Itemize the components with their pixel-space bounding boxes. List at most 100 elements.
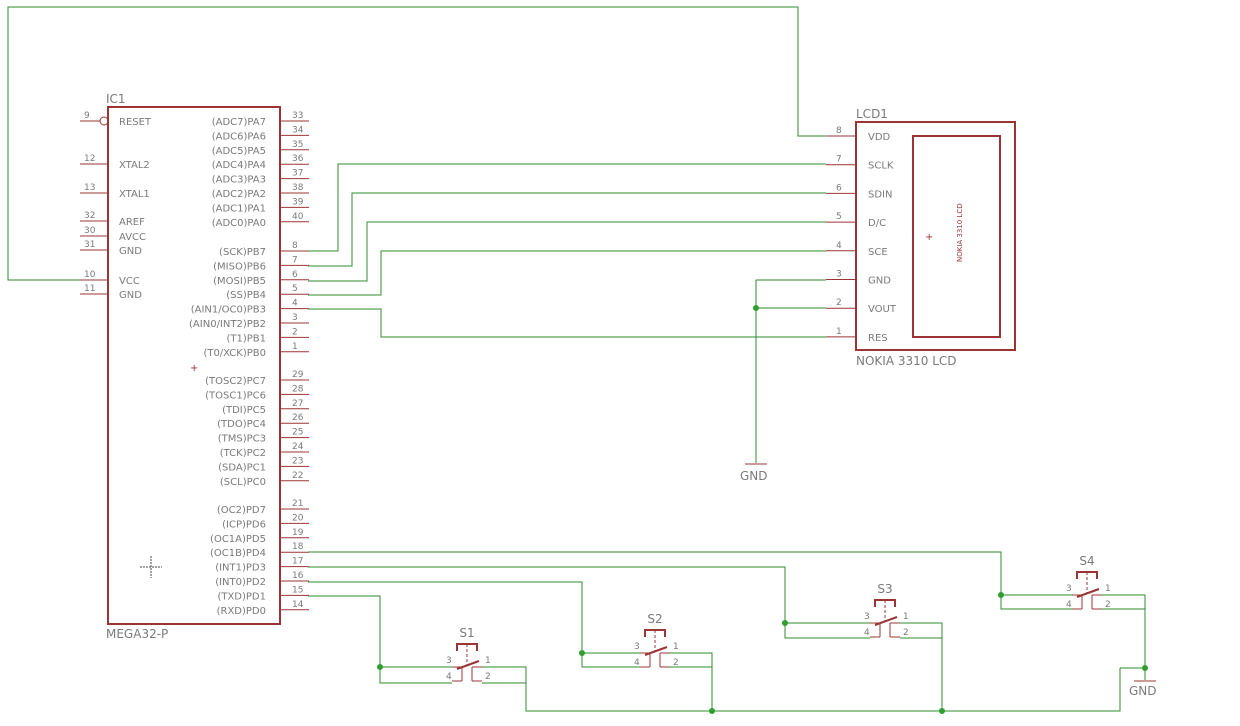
pin-number: 17	[292, 557, 303, 567]
pin-number: 28	[292, 384, 304, 394]
pin-label: (ADC6)PA6	[212, 131, 266, 142]
switch-lever	[644, 646, 668, 656]
ic1-pin-18[interactable]: 18(OC1B)PD4	[210, 542, 309, 559]
pin-number: 4	[446, 672, 452, 682]
ic1-pin-25[interactable]: 25(TMS)PC3	[218, 428, 309, 445]
ic1-pin-2[interactable]: 2(T1)PB1	[226, 327, 309, 344]
junction-dot	[782, 620, 788, 626]
junction-dot	[939, 708, 945, 714]
ic1-pin-40[interactable]: 40(ADC0)PA0	[212, 212, 309, 229]
junction-dot	[998, 592, 1004, 598]
ic1-pin-36[interactable]: 36(ADC4)PA4	[212, 154, 309, 171]
pin-number: 24	[292, 442, 304, 452]
ic1-pin-5[interactable]: 5(SS)PB4	[226, 284, 309, 301]
ic1-pin-3[interactable]: 3(AIN0/INT2)PB2	[189, 313, 309, 330]
net-sdin[interactable]	[308, 192, 826, 267]
ic1-pin-1[interactable]: 1(T0/XCK)PB0	[203, 342, 309, 359]
net-sce[interactable]	[308, 250, 826, 296]
net-s3-gnd[interactable]	[900, 622, 943, 711]
ic1-pin-26[interactable]: 26(TDO)PC4	[217, 413, 309, 430]
ic1-pin-27[interactable]: 27(TDI)PC5	[222, 399, 309, 416]
net-sclk[interactable]	[308, 163, 826, 252]
pin-label: SCLK	[868, 161, 894, 172]
ic1-pin-19[interactable]: 19(OC1A)PD5	[210, 528, 309, 545]
pin-label: SCE	[868, 247, 888, 258]
pin-number: 36	[292, 154, 304, 164]
ic1-pin-17[interactable]: 17(INT1)PD3	[215, 557, 309, 574]
ic1-pin-39[interactable]: 39(ADC1)PA1	[212, 197, 309, 214]
lcd1-nokia3310[interactable]: LCD1 NOKIA 3310 LCD NOKIA 3310 LCD + 8VD…	[826, 107, 1016, 368]
net-lcd-gnd[interactable]	[755, 279, 826, 463]
pin-number: 19	[292, 528, 304, 538]
ic1-pin-15[interactable]: 15(TXD)PD1	[217, 585, 309, 602]
ic1-pin-7[interactable]: 7(MISO)PB6	[213, 255, 309, 272]
net-s4-gnd[interactable]	[1102, 594, 1146, 680]
ic1-pin-35[interactable]: 35(ADC5)PA5	[212, 140, 309, 157]
lcd1-pin-5[interactable]: 5D/C	[826, 212, 886, 229]
ic1-right-pins: 33(ADC7)PA734(ADC6)PA635(ADC5)PA536(ADC4…	[189, 111, 309, 617]
ic1-pin-6[interactable]: 6(MOSI)PB5	[213, 270, 309, 287]
lcd1-screen-text: NOKIA 3310 LCD	[956, 203, 964, 262]
ic1-pin-20[interactable]: 20(ICP)PD6	[222, 513, 309, 530]
pin-number: 2	[292, 327, 298, 337]
pin-label: AVCC	[119, 232, 146, 243]
pin-number: 1	[1105, 584, 1111, 594]
ic1-pin-24[interactable]: 24(TCK)PC2	[220, 442, 309, 459]
ic1-pin-8[interactable]: 8(SCK)PB7	[219, 241, 309, 258]
origin-cross-icon: +	[190, 363, 198, 374]
ic1-pin-4[interactable]: 4(AIN1/OC0)PB3	[191, 299, 309, 316]
pin-label: RESET	[119, 117, 152, 128]
net-s1-gnd[interactable]	[482, 666, 527, 684]
ic1-pin-33[interactable]: 33(ADC7)PA7	[212, 111, 309, 128]
net-pd4[interactable]	[308, 551, 1072, 610]
net-res[interactable]	[308, 308, 826, 338]
pin-label: (ICP)PD6	[222, 519, 266, 530]
ic1-pin-38[interactable]: 38(ADC2)PA2	[212, 183, 309, 200]
ic1-pin-34[interactable]: 34(ADC6)PA6	[212, 125, 309, 142]
net-dc[interactable]	[308, 221, 826, 282]
net-pd2[interactable]	[308, 581, 640, 668]
net-pd3[interactable]	[308, 566, 870, 639]
pin-label: GND	[119, 290, 142, 301]
ic1-pin-21[interactable]: 21(OC2)PD7	[217, 499, 309, 516]
ic1-pin-16[interactable]: 16(INT0)PD2	[215, 571, 309, 588]
net-vcc-vdd[interactable]	[7, 6, 826, 281]
switch-name: S2	[647, 612, 662, 626]
pin-number: 6	[836, 183, 842, 193]
net-pd1[interactable]	[308, 595, 452, 684]
ic1-pin-22[interactable]: 22(SCL)PC0	[220, 471, 309, 488]
net-s2-gnd[interactable]	[670, 652, 713, 711]
pin-label: (ADC3)PA3	[212, 175, 266, 186]
ic1-mega32[interactable]: IC1 MEGA32-P + 9RESET12XTAL213XTAL132ARE…	[80, 92, 309, 641]
pin-number: 30	[84, 226, 96, 236]
pin-label: (TDO)PC4	[217, 419, 266, 430]
ic1-pin-37[interactable]: 37(ADC3)PA3	[212, 169, 309, 186]
ic1-pin-29[interactable]: 29(TOSC2)PC7	[205, 370, 309, 387]
net-bus-a[interactable]	[525, 668, 1121, 712]
ic1-pin-14[interactable]: 14(RXD)PD0	[217, 600, 309, 617]
gnd-symbol-lcd[interactable]: GND	[740, 463, 768, 483]
ic1-pin-28[interactable]: 28(TOSC1)PC6	[205, 384, 309, 401]
gnd-symbol-switches[interactable]: GND	[1129, 680, 1157, 698]
pin-number: 3	[292, 313, 298, 323]
ic1-pin-23[interactable]: 23(SDA)PC1	[218, 456, 309, 473]
